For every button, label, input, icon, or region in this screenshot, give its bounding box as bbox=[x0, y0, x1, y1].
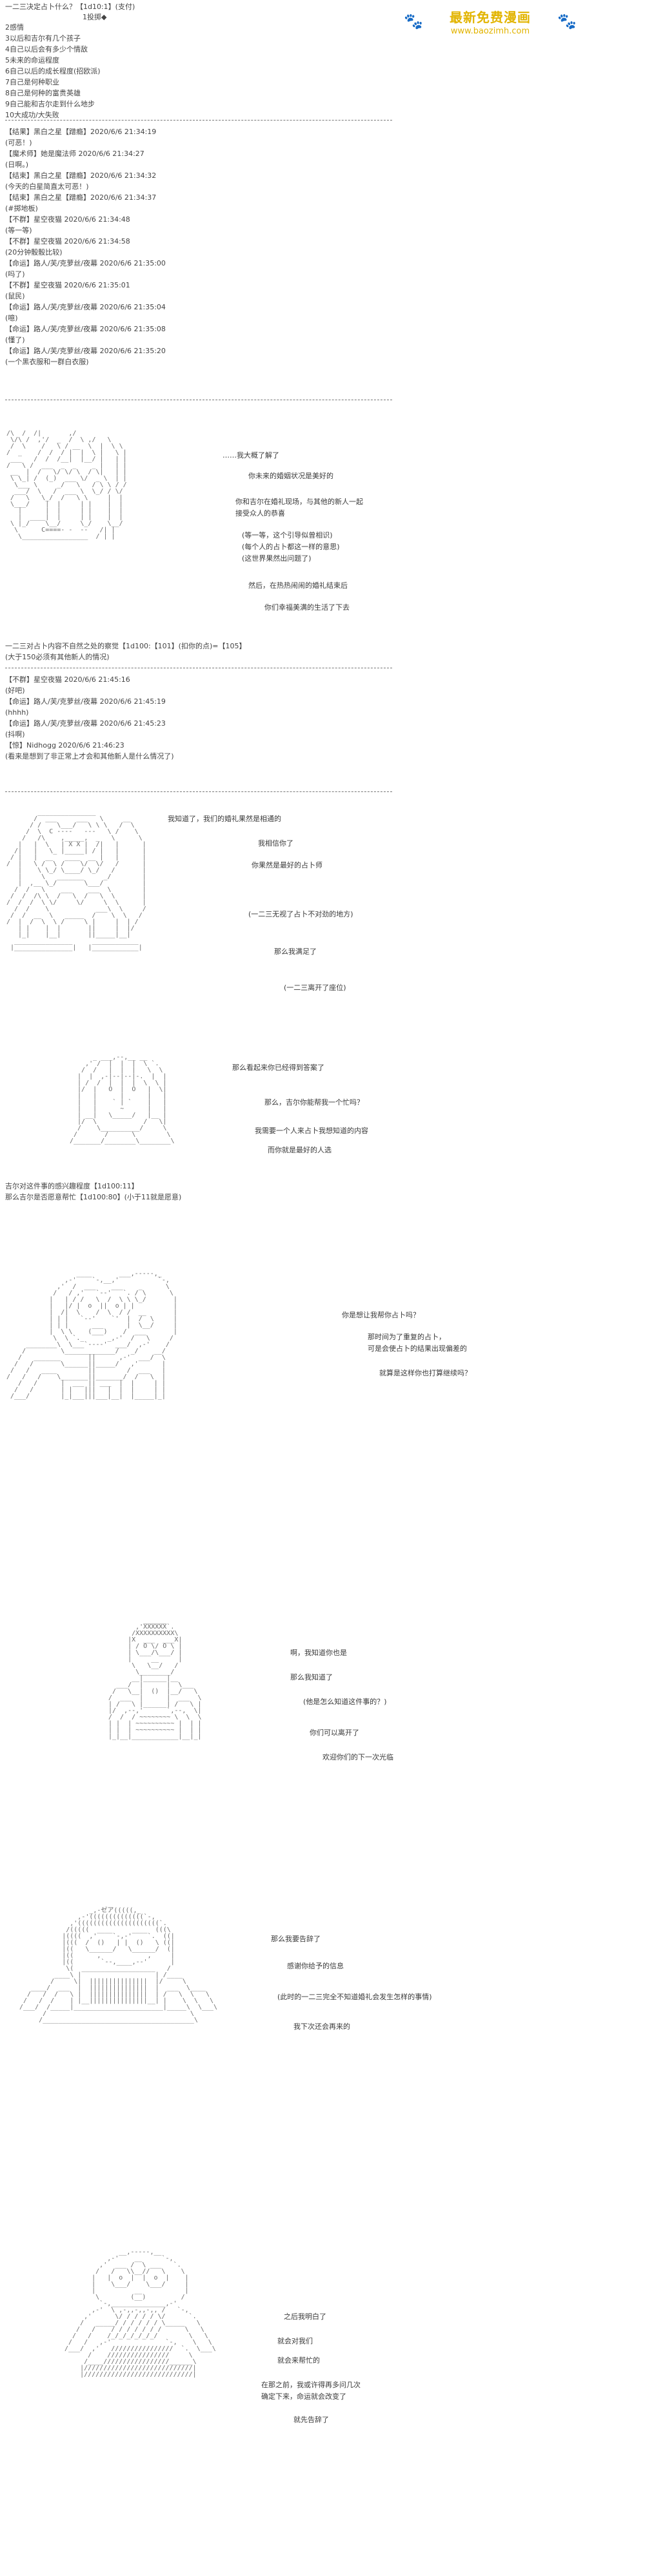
dialogue: ……我大概了解了 bbox=[223, 451, 279, 460]
dialogue: 你果然是最好的占卜师 bbox=[252, 861, 322, 869]
dialogue: 就算是这样你也打算继续吗？ bbox=[379, 1369, 471, 1377]
dialogue: (他是怎么知道这件事的？) bbox=[303, 1698, 387, 1706]
ascii-art-3: _ ___,--,__ __ ,' / | | | \ `. / / | | |… bbox=[70, 1054, 175, 1145]
dialogue: 你是想让我帮你占卜吗？ bbox=[342, 1311, 420, 1319]
dialogue: 而你就是最好的人选 bbox=[268, 1146, 332, 1154]
dialogue: 那么我知道了 bbox=[290, 1673, 333, 1681]
dialogue: 那么我满足了 bbox=[274, 947, 317, 956]
dialogue: 在那之前，我或许得再多问几次 确定下来，命运就会改变了 bbox=[261, 2381, 361, 2401]
watermark-url: www.baozimh.com bbox=[450, 26, 530, 36]
watermark: 🐾 🐾 最新免费漫画 www.baozimh.com bbox=[400, 9, 580, 45]
roll-sub: 1投掷◆ bbox=[83, 13, 107, 21]
ascii-art-6: _,-ゼア(((((,_ ,-'((((((((((((((`-, ,'((((… bbox=[19, 1907, 218, 2024]
chat-log-1: 【结果】黑白之星【蹭瘾】2020/6/6 21:34:19 (可恶！) 【魔术师… bbox=[5, 128, 166, 366]
roll-result-3: 吉尔对这件事的感兴趣程度【1d100:11】 那么吉尔是否愿意帮忙【1d100:… bbox=[5, 1182, 182, 1201]
dialogue: 我知道了，我们的婚礼果然是相通的 bbox=[168, 815, 281, 823]
dialogue: 那么我要告辞了 bbox=[271, 1935, 321, 1943]
dialogue: 你们可以离开了 bbox=[310, 1729, 359, 1737]
dialogue: 欢迎你们的下一次光临 bbox=[322, 1753, 393, 1761]
dialogue: 我下次还会再来的 bbox=[293, 2022, 350, 2031]
watermark-title: 最新免费漫画 bbox=[450, 10, 531, 25]
dialogue: 你和吉尔在婚礼现场，与其他的新人一起 接受众人的恭喜 bbox=[235, 498, 363, 518]
roll-result-2: 一二三对占卜内容不自然之处的察觉【1d100:【101】(扣你的点)=【105】… bbox=[5, 642, 246, 661]
dialogue: 然后，在热热闹闹的婚礼结束后 bbox=[248, 581, 348, 590]
paw-icon: 🐾 bbox=[557, 12, 577, 30]
dialogue: 我需要一个人来占卜我想知道的内容 bbox=[255, 1127, 368, 1135]
dialogue: 你们幸福美满的生活了下去 bbox=[264, 603, 350, 612]
chat-log-2: 【不群】星空夜猫 2020/6/6 21:45:16 (好吧) 【命运】路人/芙… bbox=[5, 675, 174, 760]
dialogue: 之后我明白了 bbox=[284, 2312, 326, 2321]
ascii-art-5: ______ ,'XXXXXX`. /XXXXXXXXXX\ |X ___ __… bbox=[108, 1617, 202, 1740]
dialogue: 就会对我们 bbox=[277, 2337, 313, 2345]
dialogue: (此时的一二三完全不知道婚礼会发生怎样的事情) bbox=[277, 1993, 432, 2001]
dialogue: (等一等，这个引导似曾相识) (每个人的占卜都这一样的意思) (这世界果然出问题… bbox=[242, 531, 340, 563]
divider bbox=[5, 791, 392, 792]
dialogue: (一二三离开了座位) bbox=[284, 983, 346, 992]
dialogue: 我相信你了 bbox=[258, 839, 293, 847]
dialogue: 感谢你给予的信息 bbox=[287, 1962, 344, 1970]
divider bbox=[5, 120, 392, 121]
dialogue: 那么看起来你已经得到答案了 bbox=[232, 1063, 324, 1072]
dialogue: (一二三无视了占卜不对劲的地方) bbox=[248, 910, 353, 918]
ascii-art-2: _______________ / ___ ___ \ __ / / \___/… bbox=[6, 809, 146, 951]
ascii-art-7: __,-----,__ ,-' __ `-, ,' ___ / \ ___ `.… bbox=[64, 2249, 216, 2378]
dialogue: 就会来帮忙的 bbox=[277, 2356, 320, 2365]
ascii-art-1: /\ / /| ,/ \/\ / ,'/ _ / \ ,/ \ / \ / \ … bbox=[6, 430, 127, 540]
ascii-art-4: ____ ___,-----,_ ,-' `-,__,' `-, ,' / __… bbox=[6, 1270, 177, 1400]
paw-icon: 🐾 bbox=[404, 12, 423, 30]
roll-question: 一二三决定占卜什么？【1d10:1】(支付) bbox=[5, 3, 135, 11]
dialogue: 你未来的婚姻状况是美好的 bbox=[248, 472, 333, 480]
dialogue: 就先告辞了 bbox=[293, 2416, 329, 2424]
dialogue: 那么，吉尔你能帮我一个忙吗？ bbox=[264, 1098, 364, 1107]
dialogue: 啊，我知道你也是 bbox=[290, 1649, 347, 1657]
roll-options: 2感情 3以后和吉尔有几个孩子 4自己以后会有多少个情敌 5未来的命运程度 6自… bbox=[5, 23, 101, 119]
dialogue: 那时间为了重复的占卜， 可是会使占卜的结果出现偏差的 bbox=[368, 1333, 467, 1353]
